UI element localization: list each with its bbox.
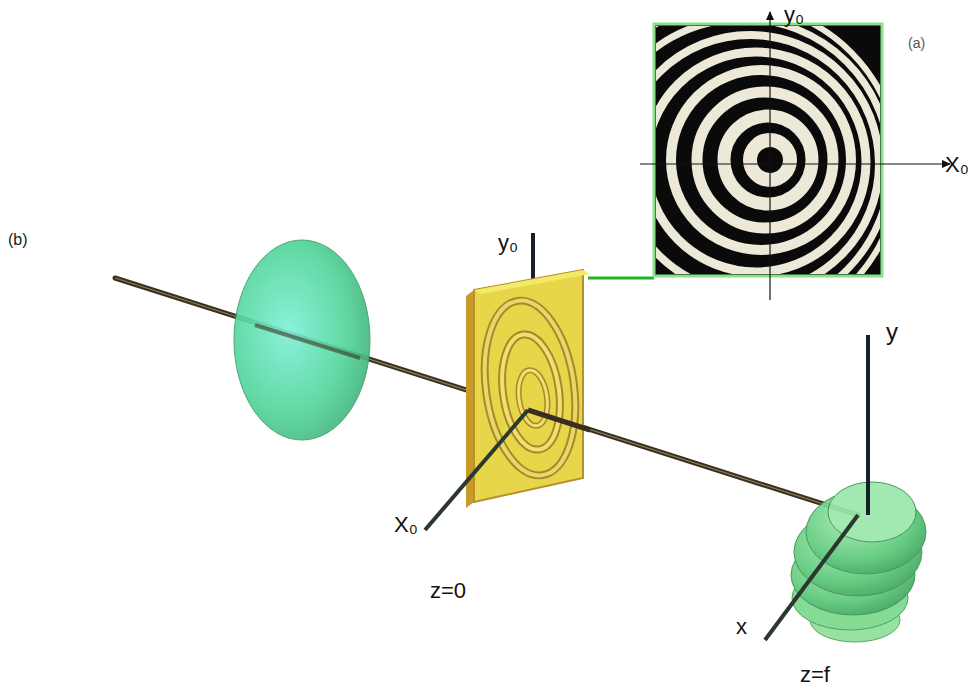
focal-field xyxy=(791,482,926,642)
inset-pattern xyxy=(571,4,899,332)
phase-mask xyxy=(466,270,590,508)
inset-leader xyxy=(588,277,654,280)
x-axis xyxy=(765,515,858,640)
axis-label: y₀ xyxy=(498,232,518,254)
axis-label: y xyxy=(886,320,898,344)
x0-axis xyxy=(425,410,528,530)
axis-label: X₀ xyxy=(945,154,969,176)
plane-label: z=f xyxy=(800,664,830,686)
inset-y-axis xyxy=(769,12,770,300)
axis-through-lens xyxy=(255,325,360,358)
inset-x-axis xyxy=(640,163,950,164)
plane-label: z=0 xyxy=(430,580,466,602)
lens xyxy=(234,240,370,440)
axis-label: X₀ xyxy=(394,514,418,536)
panel-letter: (b) xyxy=(8,232,28,248)
axis-label: x xyxy=(736,616,747,638)
y-axis xyxy=(866,335,870,515)
axis-through-mask xyxy=(528,410,590,430)
axis-label: y₀ xyxy=(784,4,804,26)
panel-letter: (a) xyxy=(908,36,925,50)
